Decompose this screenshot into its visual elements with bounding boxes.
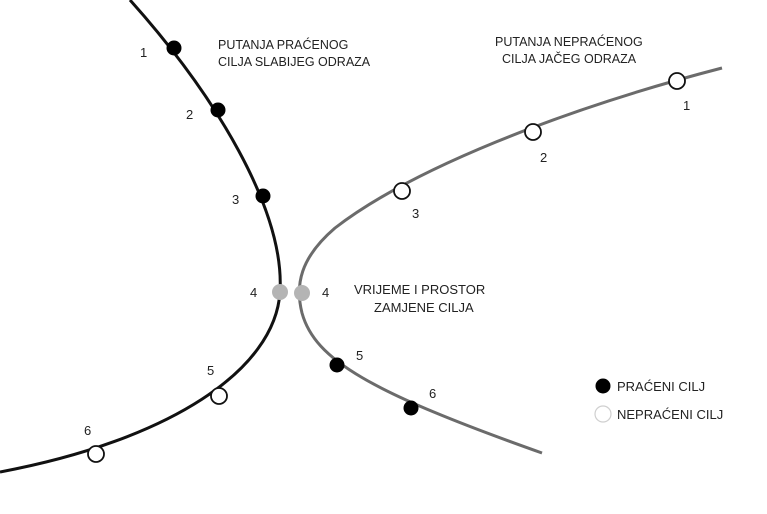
untracked-point-label-4: 4 <box>322 285 329 300</box>
tracked-path-point-3 <box>255 188 271 204</box>
untracked-path-point-5 <box>329 357 345 373</box>
untracked-point-label-3: 3 <box>412 206 419 221</box>
untracked-path-caption-line-1: PUTANJA NEPRAĆENOG <box>495 34 643 49</box>
tracked-path-point-6 <box>87 445 105 463</box>
tracked-path-point-1 <box>166 40 182 56</box>
untracked-path-point-2 <box>524 123 542 141</box>
legend-tracked-label: PRAĆENI CILJ <box>617 379 705 394</box>
untracked-path-caption-line-2: CILJA JAČEG ODRAZA <box>502 51 637 66</box>
tracked-path-point-2 <box>210 102 226 118</box>
tracked-point-label-5: 5 <box>207 363 214 378</box>
tracked-path-point-4 <box>272 284 288 300</box>
untracked-point-label-1: 1 <box>683 98 690 113</box>
tracked-point-label-3: 3 <box>232 192 239 207</box>
tracked-point-label-4: 4 <box>250 285 257 300</box>
untracked-point-label-2: 2 <box>540 150 547 165</box>
legend: PRAĆENI CILJ NEPRAĆENI CILJ <box>594 378 723 423</box>
legend-untracked-label: NEPRAĆENI CILJ <box>617 407 723 422</box>
tracked-point-label-1: 1 <box>140 45 147 60</box>
untracked-target-path-curve <box>297 66 723 455</box>
tracked-path-caption-line-1: PUTANJA PRAĆENOG <box>218 37 348 52</box>
swap-caption-line-2: ZAMJENE CILJA <box>374 300 474 315</box>
untracked-point-label-6: 6 <box>429 386 436 401</box>
tracked-point-label-6: 6 <box>84 423 91 438</box>
tracked-path-point-5 <box>210 387 228 405</box>
tracked-path-caption-line-2: CILJA SLABIJEG ODRAZA <box>218 55 371 69</box>
tracked-target-path-curve <box>0 0 282 474</box>
untracked-path-point-6 <box>403 400 419 416</box>
swap-caption-line-1: VRIJEME I PROSTOR <box>354 282 485 297</box>
tracked-point-label-2: 2 <box>186 107 193 122</box>
untracked-path-point-4 <box>294 285 310 301</box>
untracked-path-point-1 <box>668 72 686 90</box>
legend-untracked-marker <box>594 405 612 423</box>
untracked-point-label-5: 5 <box>356 348 363 363</box>
legend-tracked-marker <box>595 378 611 394</box>
untracked-path-point-3 <box>393 182 411 200</box>
